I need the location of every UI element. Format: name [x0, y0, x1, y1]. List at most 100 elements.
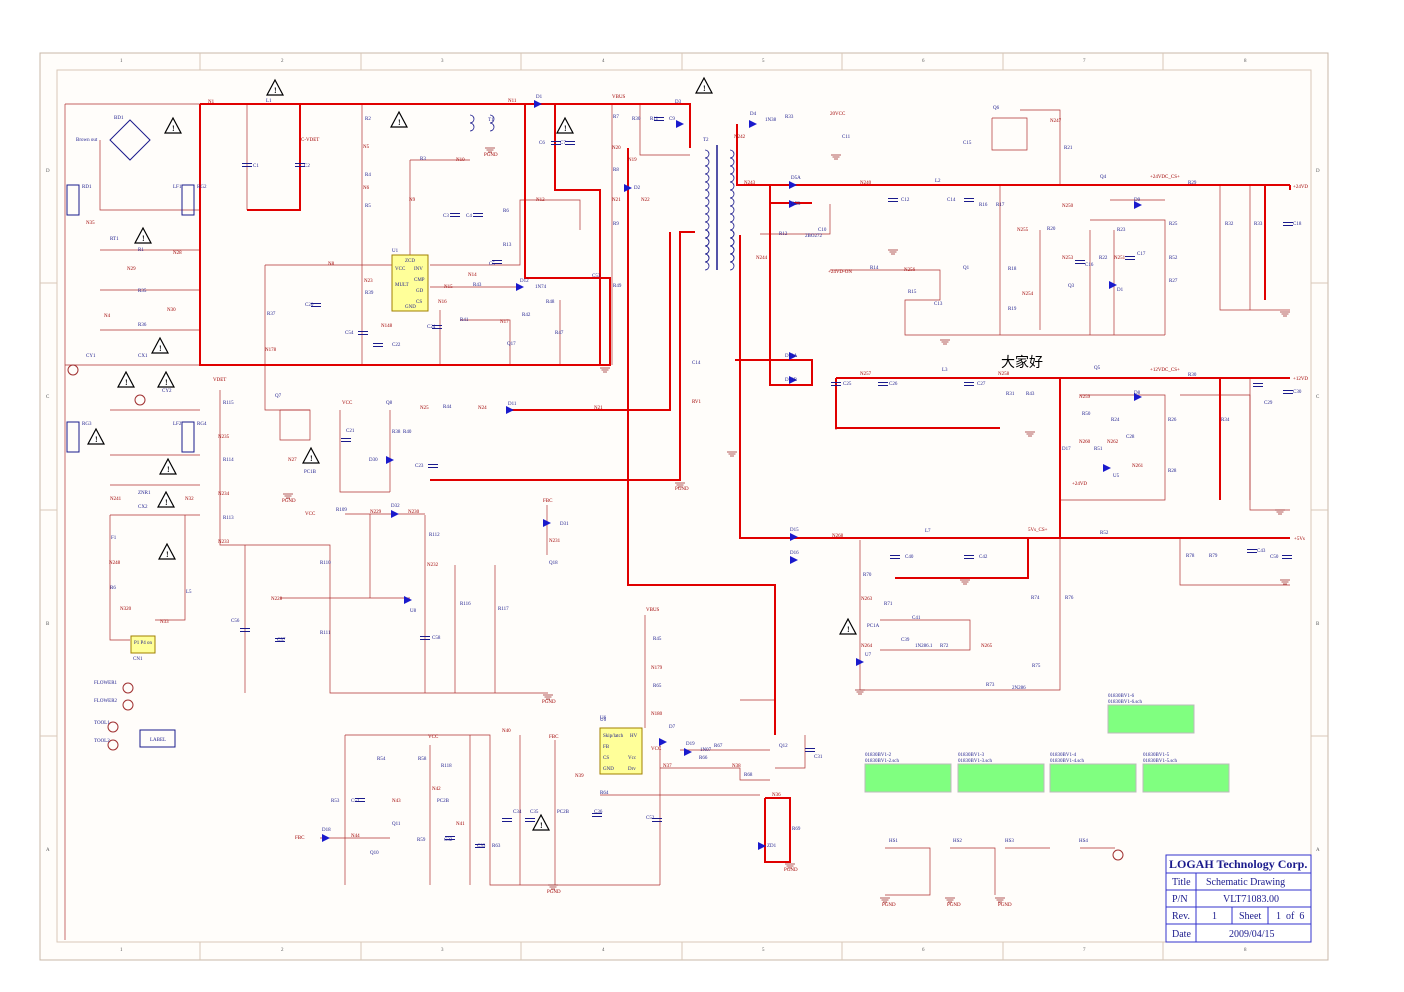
component-ref: R54: [377, 757, 386, 762]
component-ref: RG3: [82, 422, 92, 427]
net-label: N250: [1062, 204, 1074, 209]
net-label: N258: [998, 372, 1010, 377]
column-marker: 3: [441, 59, 444, 64]
u1-pin-cmp: CMP: [414, 278, 425, 283]
signal-wire: [1060, 394, 1166, 501]
warning-icon: !: [164, 116, 182, 134]
component-ref: R5: [365, 204, 371, 209]
signal-wire: [991, 117, 1028, 151]
net-label: N253: [1062, 256, 1074, 261]
capacitor-icon: [475, 844, 485, 848]
net-label: N260: [1079, 440, 1091, 445]
component-ref: HS1: [889, 839, 898, 844]
u1-ref: U1: [392, 249, 399, 254]
component-ref: R68: [744, 773, 753, 778]
component-ref: U6: [600, 716, 607, 721]
net-label: N25: [420, 406, 429, 411]
component-ref: 1N286.1: [915, 644, 933, 649]
net-label: VCC: [428, 735, 439, 740]
sheet-block-name: 01830BV1-2: [865, 753, 892, 758]
svg-text:!: !: [703, 84, 706, 93]
component-ref: R29: [1188, 181, 1197, 186]
component-ref: C42: [979, 555, 988, 560]
component-ref: TOOL2: [94, 739, 110, 744]
component-ref: D12: [520, 279, 529, 284]
net-label: +24VD: [1072, 482, 1087, 487]
capacitor-icon: [1075, 260, 1085, 264]
ic-u1[interactable]: U1 VCC INV CMP MULT GD CS GND ZCD: [391, 249, 429, 312]
signal-wire: [1219, 185, 1290, 311]
component-ref: R117: [498, 607, 509, 612]
signal-wire: [639, 104, 690, 156]
net-label: N36: [772, 793, 781, 798]
net-label: N23: [364, 279, 373, 284]
capacitor-icon: [964, 382, 974, 386]
component-ref: R19: [1008, 307, 1017, 312]
net-label: N255: [1017, 228, 1029, 233]
component-ref: C32: [444, 838, 453, 843]
signal-wire: [830, 269, 1165, 336]
component-ref: R71: [884, 602, 893, 607]
transformer-coil-icon: [729, 149, 735, 263]
component-ref: CX1: [138, 354, 148, 359]
svg-text:!: !: [142, 234, 145, 243]
component-ref: R28: [1168, 469, 1177, 474]
net-label: PGND: [484, 153, 498, 158]
net-label: N12: [536, 198, 545, 203]
sheet-block-name: 01830BV1-4: [1050, 753, 1077, 758]
net-label: N241: [110, 497, 122, 502]
component-ref: D11: [508, 402, 517, 407]
net-label: N8: [328, 262, 335, 267]
component-ref: R114: [223, 458, 234, 463]
component-ref: R15: [908, 290, 917, 295]
component-ref: R38: [392, 430, 401, 435]
ground-icon: [600, 367, 610, 373]
net-label: N268: [832, 534, 844, 539]
power-wire: [525, 103, 691, 148]
component-ref: R2: [365, 117, 371, 122]
net-label: N259: [1079, 395, 1091, 400]
svg-text:!: !: [847, 625, 850, 634]
component-ref: C29: [1264, 401, 1273, 406]
component-ref: C2: [304, 164, 310, 169]
warning-icon: !: [159, 457, 177, 475]
component-ref: R76: [1065, 596, 1074, 601]
power-wire: [510, 232, 671, 411]
component-ref: 1N07: [700, 748, 712, 753]
connector-cn1[interactable]: P1 P4 on CN1: [130, 635, 156, 662]
component-ref: R110: [320, 561, 331, 566]
diode-icon: [1134, 393, 1142, 401]
capacitor-icon: [240, 628, 250, 632]
signal-wire: [1020, 109, 1061, 185]
annotation-text: 大家好: [1001, 354, 1043, 371]
component-ref: D18: [322, 828, 331, 833]
component-ref: C51: [351, 799, 360, 804]
net-label: N38: [732, 764, 741, 769]
component-ref: R66: [699, 756, 708, 761]
u1-pin-zcd: ZCD: [405, 259, 415, 264]
net-label: +12VDC_CS+: [1150, 368, 1180, 373]
component-ref: R22: [1099, 256, 1108, 261]
component-ref: C56: [231, 619, 240, 624]
filter-icon: [181, 184, 195, 216]
net-label: N256: [904, 268, 916, 273]
rev-label: Rev.: [1172, 911, 1190, 922]
ground-icon: [995, 897, 1005, 903]
component-ref: D5B: [791, 202, 801, 207]
ic-u6[interactable]: U6 Skip/latch HV FB CS Vcc GND Drv: [599, 718, 643, 775]
net-label: N4: [104, 314, 111, 319]
capacitor-icon: [652, 818, 662, 822]
component-ref: C10: [818, 228, 827, 233]
net-label: N1: [208, 100, 215, 105]
svg-text:!: !: [540, 821, 543, 830]
component-ref: C53: [592, 274, 601, 279]
svg-text:!: !: [274, 86, 277, 95]
column-marker: 4: [602, 59, 605, 64]
sheet-block-name: 01830BV1-6: [1108, 694, 1135, 699]
capacitor-icon: [420, 636, 430, 640]
